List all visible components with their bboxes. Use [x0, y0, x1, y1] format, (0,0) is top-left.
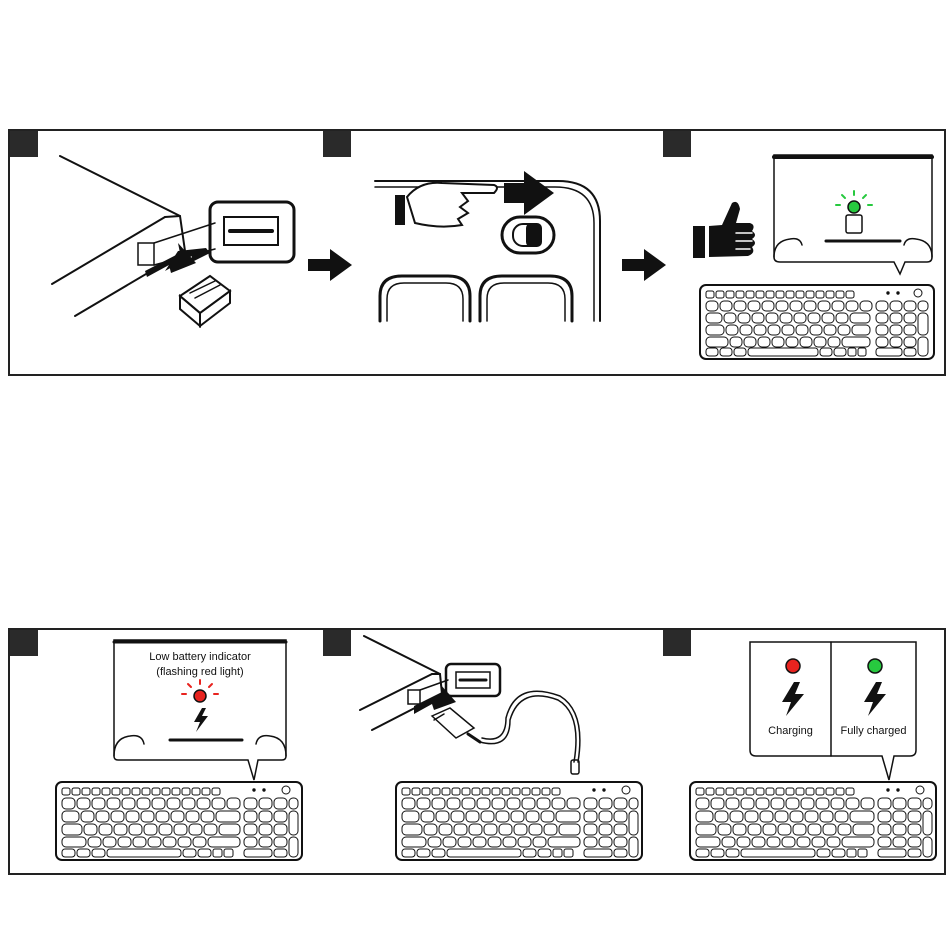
low-battery-title: Low battery indicator	[114, 650, 286, 664]
thumbs-up-icon	[693, 202, 755, 258]
arrow-right-icon	[622, 249, 666, 281]
green-led-icon	[868, 659, 882, 673]
charging-callout	[750, 642, 916, 780]
red-led-icon	[786, 659, 800, 673]
charging-label: Charging	[750, 724, 831, 738]
power-switch-icon	[502, 217, 554, 253]
laptop-side-illustration	[360, 636, 448, 730]
usb-port-callout	[210, 202, 294, 262]
arrow-right-icon	[308, 249, 352, 281]
status-light-callout	[774, 155, 932, 274]
fully-charged-label: Fully charged	[831, 724, 916, 738]
usb-port-callout	[446, 664, 500, 696]
low-battery-subtitle: (flashing red light)	[114, 665, 286, 679]
push-arrow-icon	[504, 171, 554, 215]
usb-receiver-icon	[180, 276, 230, 326]
usb-cable-icon	[432, 691, 580, 774]
battery-status-panel: Low battery indicator (flashing red ligh…	[8, 628, 946, 875]
keyboard-icon	[700, 285, 934, 359]
connection-steps-panel	[8, 129, 946, 376]
pointing-hand-icon	[395, 183, 497, 227]
